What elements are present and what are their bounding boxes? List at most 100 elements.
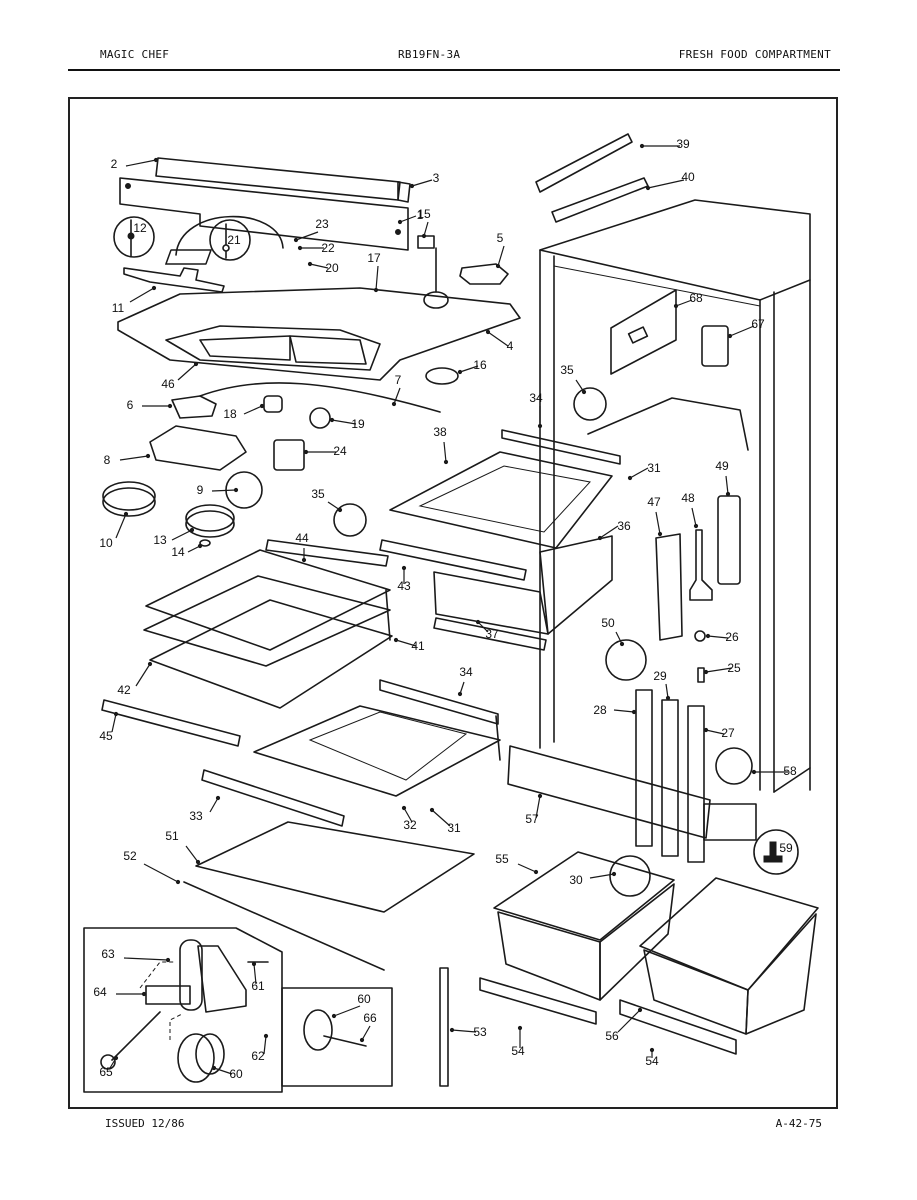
arrowhead-icon (259, 403, 265, 409)
leader-line (209, 797, 219, 813)
mounting-plate-68 (610, 289, 677, 375)
arrowhead-icon (401, 565, 407, 571)
arrowhead-icon (331, 1013, 337, 1019)
door-rack-27 (687, 705, 705, 863)
callout-68: 68 (673, 291, 703, 309)
arrowhead-icon (145, 453, 151, 459)
arrowhead-icon (123, 511, 129, 517)
bar-53 (439, 967, 449, 1087)
callout-23: 23 (293, 217, 329, 243)
arrowhead-icon (537, 423, 543, 429)
callout-number: 24 (333, 444, 347, 458)
arrowhead-icon (113, 1055, 119, 1061)
callout-number: 32 (403, 818, 417, 832)
arrowhead-icon (337, 507, 343, 513)
callout-60: 60 (331, 992, 371, 1019)
callout-number: 10 (99, 536, 113, 550)
callout-35: 35 (311, 487, 343, 513)
arrowhead-icon (197, 543, 203, 549)
callout-60: 60 (211, 1065, 243, 1081)
arrowhead-icon (195, 859, 201, 865)
callout-number: 48 (681, 491, 695, 505)
callout-41: 41 (393, 637, 425, 653)
inset-detail-50 (605, 639, 647, 681)
trim-45 (101, 699, 241, 747)
rail-40 (551, 177, 649, 223)
callout-5: 5 (495, 231, 505, 269)
callout-number: 25 (727, 661, 741, 675)
leader-line (431, 809, 451, 827)
callout-66: 66 (359, 1011, 377, 1043)
callout-67: 67 (727, 317, 765, 339)
arrowhead-icon (597, 535, 603, 541)
callout-labels: 1234567891011121314151617181920212223242… (93, 137, 797, 1081)
callout-15: 15 (417, 207, 431, 239)
page-code: A-42-75 (775, 1117, 822, 1130)
arrowhead-icon (141, 991, 147, 997)
callout-number: 39 (676, 137, 690, 151)
inset-detail-35-mid (333, 503, 367, 537)
arrowhead-icon (485, 329, 491, 335)
arrowhead-icon (429, 807, 435, 813)
callout-19: 19 (329, 417, 365, 431)
leader-line (535, 795, 541, 819)
leader-line (497, 245, 505, 267)
callout-number: 64 (93, 985, 107, 999)
callout-number: 60 (229, 1067, 243, 1081)
callout-12: 12 (133, 221, 147, 235)
callout-47: 47 (647, 495, 663, 537)
leader-line (729, 325, 755, 337)
leader-line (487, 331, 509, 347)
leader-line (333, 1005, 361, 1017)
leader-line (691, 507, 697, 527)
inner-liner (587, 397, 749, 451)
arrowhead-icon (517, 1025, 523, 1031)
diagram-frame (68, 97, 838, 1109)
trim-44 (265, 539, 389, 567)
callout-25: 25 (703, 661, 741, 675)
callout-21: 21 (227, 233, 241, 247)
leader-line (403, 807, 413, 823)
leader-line (615, 631, 623, 645)
arrowhead-icon (443, 459, 449, 465)
arrowhead-icon (153, 157, 159, 163)
part-5 (459, 263, 509, 285)
shelf-lower (201, 679, 501, 827)
arrowhead-icon (297, 245, 303, 251)
arrowhead-icon (151, 285, 157, 291)
callout-number: 1 (417, 208, 424, 222)
leader-line (423, 221, 429, 237)
door-rack-28 (635, 689, 653, 847)
arrowhead-icon (449, 1027, 455, 1033)
callout-number: 34 (459, 665, 473, 679)
door-rack-29 (661, 699, 679, 857)
inset-detail-21 (209, 219, 251, 261)
callout-number: 60 (357, 992, 371, 1006)
inset-detail-12 (113, 216, 155, 258)
part-48 (689, 529, 713, 601)
thermostat-6 (171, 395, 217, 419)
callout-61: 61 (251, 961, 265, 993)
leader-line (177, 363, 197, 381)
leader-line (375, 265, 379, 291)
arrowhead-icon (307, 261, 313, 267)
crisper-rail-54a (479, 977, 597, 1025)
callout-number: 57 (525, 812, 539, 826)
arrowhead-icon (693, 523, 699, 529)
arrowhead-icon (393, 637, 399, 643)
leader-line (119, 455, 149, 461)
control-housing (117, 287, 521, 381)
callout-number: 67 (751, 317, 765, 331)
callout-number: 40 (681, 170, 695, 184)
arrowhead-icon (627, 475, 633, 481)
callout-28: 28 (593, 703, 637, 717)
callout-number: 38 (433, 425, 447, 439)
callout-number: 49 (715, 459, 729, 473)
leader-line (295, 231, 319, 241)
callout-number: 46 (161, 377, 175, 391)
callout-number: 2 (111, 157, 118, 171)
arrowhead-icon (193, 361, 199, 367)
callout-37: 37 (475, 619, 499, 641)
leader-line (617, 1009, 641, 1033)
callout-27: 27 (703, 726, 735, 740)
